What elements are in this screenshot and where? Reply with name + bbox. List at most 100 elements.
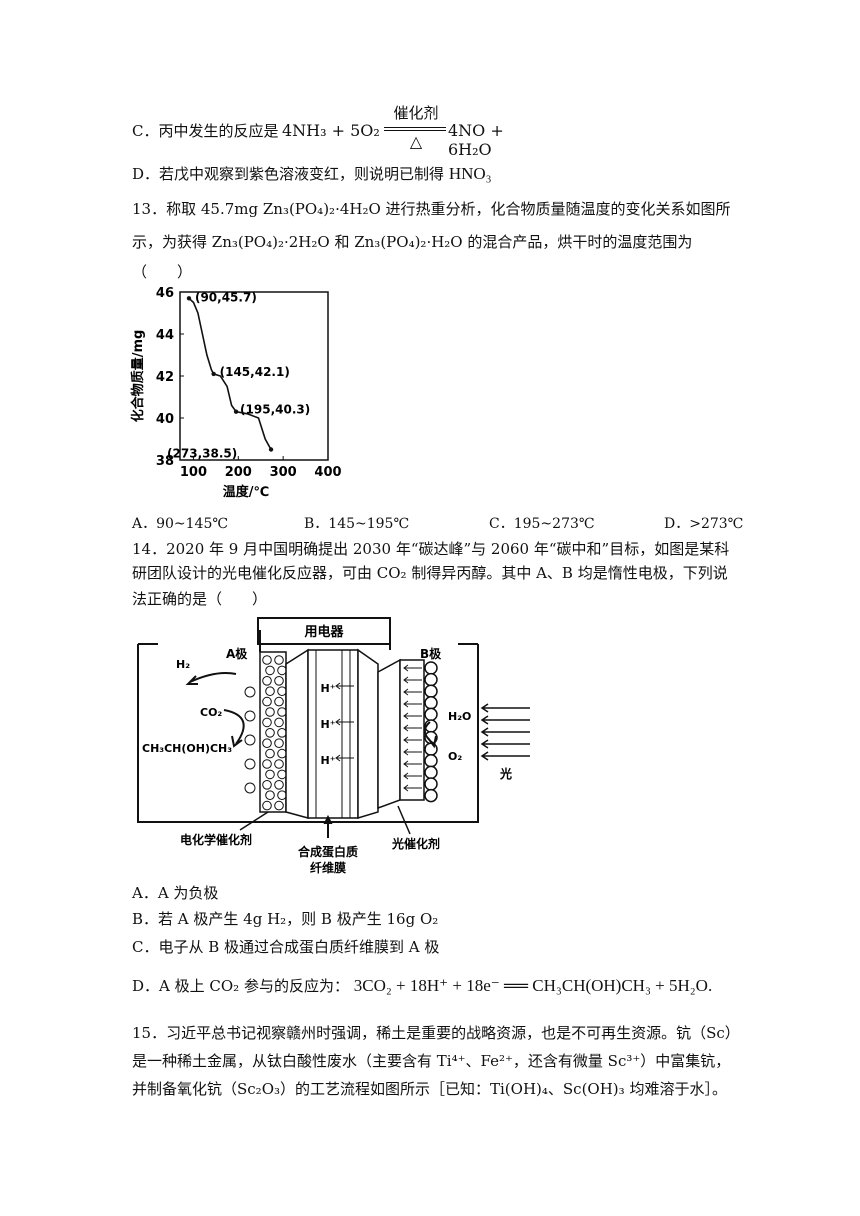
catalyst-bubble-23 [277,769,287,780]
h2-label: H₂ [176,658,190,671]
q14-option-d[interactable]: D．A 极上 CO₂ 参与的反应为： 3CO₂ + 18H⁺ + 18e⁻ ══… [132,976,712,996]
catalyst-bubble-14 [265,728,275,738]
q14-option-c[interactable]: C．电子从 B 极通过合成蛋白质纤维膜到 A 极 [132,938,440,956]
electron-arrow-b-9 [403,772,422,780]
q12-equation: 4NH₃ + 5O₂ 催化剂 △ 4NO + 6H₂O [282,102,522,159]
catalyst-bubble-19 [277,748,287,759]
electron-arrow-b-7 [403,748,422,756]
catalyst-bubble-28 [262,800,272,811]
photocatalyst-bead-3 [424,696,438,710]
q15-line-2: 是一种稀土金属，从钛白酸性废水（主要含有 Ti⁴⁺、Fe²⁺，还含有微量 Sc³… [132,1052,731,1070]
catalyst-bubble-7 [277,686,287,696]
q13-option-a[interactable]: A．90~145℃ [132,516,229,532]
y-tick-label-2: 42 [156,370,174,385]
electron-arrow-b-0 [403,664,422,672]
h2-arrow [185,672,237,685]
electron-arrow-b-8 [403,760,422,768]
q14-option-a[interactable]: A．A 为负极 [132,884,219,902]
x-tick-label-0: 100 [180,465,207,480]
catalyst-bubble-16 [262,738,272,748]
q13-option-d[interactable]: D．>273℃ [664,516,744,532]
co2-label: CO₂ [200,706,222,719]
y-axis-label: 化合物质量/mg [130,330,146,423]
catalyst-bubble-11 [277,707,287,717]
electron-arrow-b-6 [403,736,422,744]
light-arrows [480,703,530,761]
q12-option-c-text: C．丙中发生的反应是 [132,122,279,140]
y-tick-label-1: 40 [156,412,174,427]
callout-left-line [239,811,269,831]
q13-stem-line-3: （ ） [132,263,193,281]
catalyst-bubble-0 [262,655,272,665]
proton-label-2: H⁺ [320,718,335,731]
x-tick-label-2: 300 [270,465,297,480]
electron-arrow-b-2 [403,688,422,696]
catalyst-bubble-17 [274,738,284,748]
catalyst-bubble-31 [244,710,256,722]
photocatalyst-bead-10 [424,777,438,791]
q14-option-b[interactable]: B．若 A 极产生 4g H₂，则 B 极产生 16g O₂ [132,910,439,928]
photocatalyst-bead-0 [424,661,438,675]
q14-stem-line-2: 研团队设计的光电催化反应器，可由 CO₂ 制得异丙醇。其中 A、B 均是惰性电极… [132,564,728,582]
label-membrane-2: 纤维膜 [310,860,346,875]
q13-stem-line-1: 13．称取 45.7mg Zn₃(PO₄)₂·4H₂O 进行热重分析，化合物质量… [132,200,731,218]
proton-label-1: H⁺ [320,682,335,695]
data-label-2: (195,40.3) [240,403,310,417]
electrode-b-label: B极 [420,646,442,661]
y-tick-label-4: 46 [156,286,174,301]
x-axis-label: 温度/℃ [223,484,270,500]
q13-option-b[interactable]: B．145~195℃ [304,516,410,532]
electrode-a-label: A极 [226,646,248,661]
data-point-3 [268,447,274,452]
proton-label-3: H⁺ [320,754,335,767]
q15-line-1: 15．习近平总书记视察赣州时强调，稀土是重要的战略资源，也是不可再生资源。钪（S… [132,1024,740,1042]
product-label: CH₃CH(OH)CH₃ [142,742,232,755]
catalyst-bubble-4 [262,676,272,686]
q12-option-c: C．丙中发生的反应是 [132,121,278,141]
catalyst-bubble-20 [262,759,272,769]
photocatalyst-bead-2 [424,684,438,698]
catalyst-bubble-25 [274,780,284,790]
q13-stem-line-2: 示，为获得 Zn₃(PO₄)₂·2H₂O 和 Zn₃(PO₄)₂·H₂O 的混合… [132,233,693,251]
electron-arrow-b-1 [403,676,422,684]
q14-reactor-diagram: 用电器 H⁺ H⁺ H⁺ A极 B极 H₂ CO₂ CH₃CH(OH)CH₃ H… [137,617,530,875]
catalyst-bubble-22 [265,769,275,780]
catalyst-bubble-29 [274,800,284,811]
photocatalyst-bead-1 [424,672,438,687]
catalyst-bubble-3 [277,665,287,676]
x-tick-label-1: 200 [225,465,252,480]
catalyst-bubble-1 [274,655,284,665]
q14-option-d-equation: 3CO₂ + 18H⁺ + 18e⁻ ══ CH₃CH(OH)CH₃ + 5H₂… [353,976,713,995]
q12-heat-symbol: △ [409,132,423,151]
catalyst-bubble-21 [274,759,284,769]
q12-eq-right: 4NO + 6H₂O [448,121,504,159]
catalyst-bubble-26 [265,790,275,800]
h2o-arrow [423,721,437,749]
q13-option-c[interactable]: C．195~273℃ [489,516,595,532]
catalyst-bubble-9 [274,696,284,707]
q12-eq-left: 4NH₃ + 5O₂ [282,121,380,140]
catalyst-bubble-6 [265,686,275,696]
photocatalyst-bead-11 [424,788,438,803]
catalyst-bubble-10 [265,707,275,717]
catalyst-bubble-18 [265,748,275,759]
catalyst-bubble-15 [277,728,287,738]
light-label: 光 [499,766,512,781]
label-electrochem-catalyst: 电化学催化剂 [180,832,252,847]
data-point-1 [211,371,216,377]
proton-arrow-1 [335,682,354,690]
proton-arrow-2 [335,718,354,726]
proton-arrow-3 [335,754,354,762]
q15-line-3: 并制备氧化钪（Sc₂O₃）的工艺流程如图所示［已知：Ti(OH)₄、Sc(OH)… [132,1080,727,1098]
x-tick-label-3: 400 [314,465,341,480]
catalyst-bubble-8 [262,696,272,707]
electrode-b-body [399,659,425,801]
wire-left [258,630,261,650]
q12-option-d: D．若戊中观察到紫色溶液变红，则说明已制得 HNO₃ [132,164,492,184]
catalyst-bubble-2 [265,665,275,676]
y-tick-label-0: 38 [156,454,174,469]
photocatalyst-bead-4 [424,707,438,722]
q12-eq-bar-bottom [384,130,446,131]
electron-arrow-b-5 [403,724,422,732]
